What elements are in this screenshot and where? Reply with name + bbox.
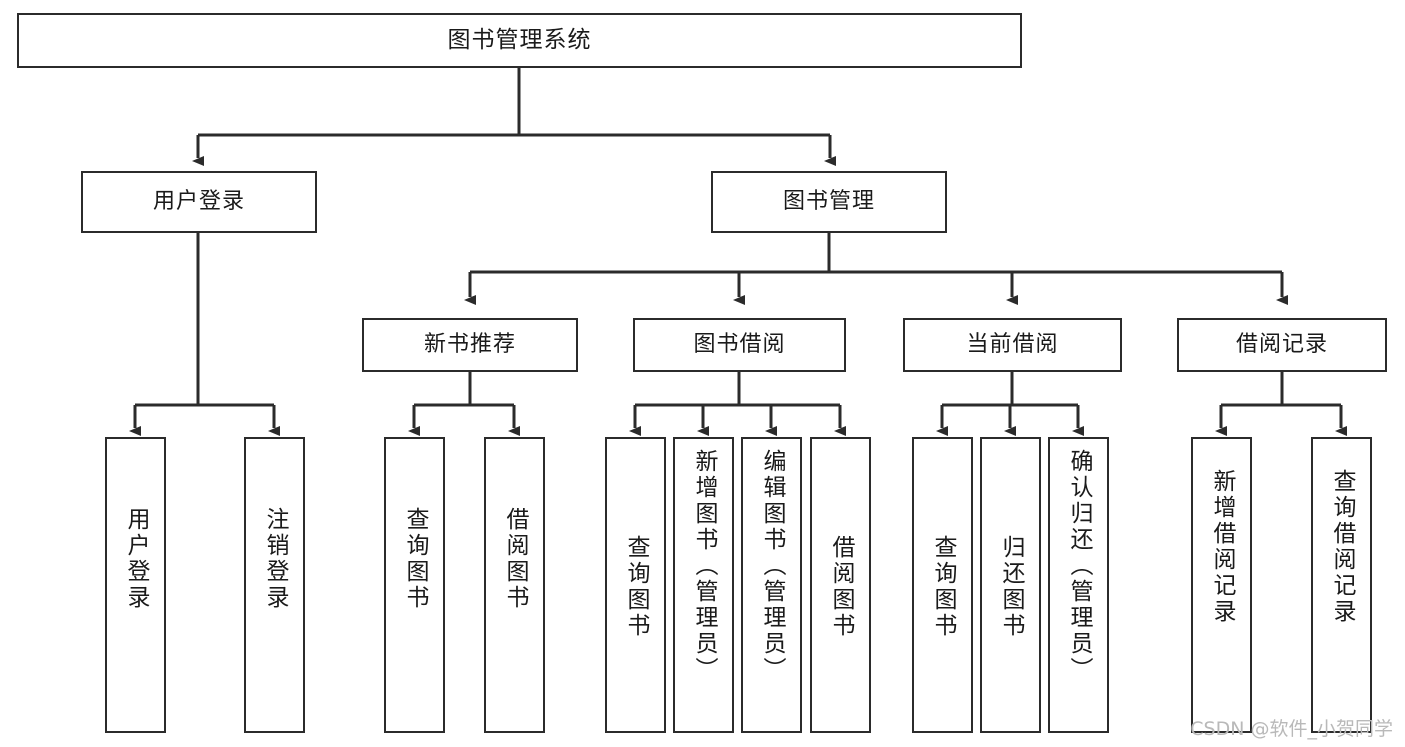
leaf-borrow-book[interactable]: 借阅图书 [810,437,871,733]
node-root-system[interactable]: 图书管理系统 [17,13,1022,68]
node-borrow-record[interactable]: 借阅记录 [1177,318,1387,372]
node-label: 新书推荐 [423,331,516,357]
node-current-borrow[interactable]: 当前借阅 [903,318,1122,372]
node-label: 查询图书 [623,535,649,639]
leaf-logout[interactable]: 注销登录 [244,437,305,733]
node-user-login[interactable]: 用户登录 [81,171,317,233]
node-book-management[interactable]: 图书管理 [711,171,947,233]
leaf-return-book[interactable]: 归还图书 [980,437,1041,733]
node-label: 编辑图书（管理员） [759,449,785,683]
leaf-query-book-current[interactable]: 查询图书 [912,437,973,733]
leaf-edit-book-admin[interactable]: 编辑图书（管理员） [741,437,802,733]
leaf-add-borrow-record[interactable]: 新增借阅记录 [1191,437,1252,733]
node-book-borrow[interactable]: 图书借阅 [633,318,846,372]
leaf-query-book-recommend[interactable]: 查询图书 [384,437,445,733]
leaf-user-login[interactable]: 用户登录 [105,437,166,733]
node-label: 当前借阅 [966,331,1059,357]
node-label: 用户登录 [152,188,245,214]
node-label: 查询图书 [930,535,956,639]
node-label: 注销登录 [262,507,288,611]
node-label: 图书管理系统 [447,26,592,53]
node-label: 查询借阅记录 [1329,469,1355,625]
node-new-book-recommend[interactable]: 新书推荐 [362,318,578,372]
node-label: 新增借阅记录 [1209,469,1235,625]
leaf-borrow-book-recommend[interactable]: 借阅图书 [484,437,545,733]
node-label: 归还图书 [998,535,1024,639]
node-label: 新增图书（管理员） [691,449,717,683]
leaf-query-borrow-record[interactable]: 查询借阅记录 [1311,437,1372,733]
leaf-confirm-return-admin[interactable]: 确认归还（管理员） [1048,437,1109,733]
leaf-query-book-borrow[interactable]: 查询图书 [605,437,666,733]
node-label: 借阅图书 [828,535,854,639]
node-label: 借阅图书 [502,507,528,611]
node-label: 查询图书 [402,507,428,611]
node-label: 用户登录 [123,507,149,611]
node-label: 确认归还（管理员） [1066,449,1092,683]
node-label: 图书借阅 [693,331,786,357]
leaf-add-book-admin[interactable]: 新增图书（管理员） [673,437,734,733]
node-label: 图书管理 [782,188,875,214]
node-label: 借阅记录 [1235,331,1328,357]
